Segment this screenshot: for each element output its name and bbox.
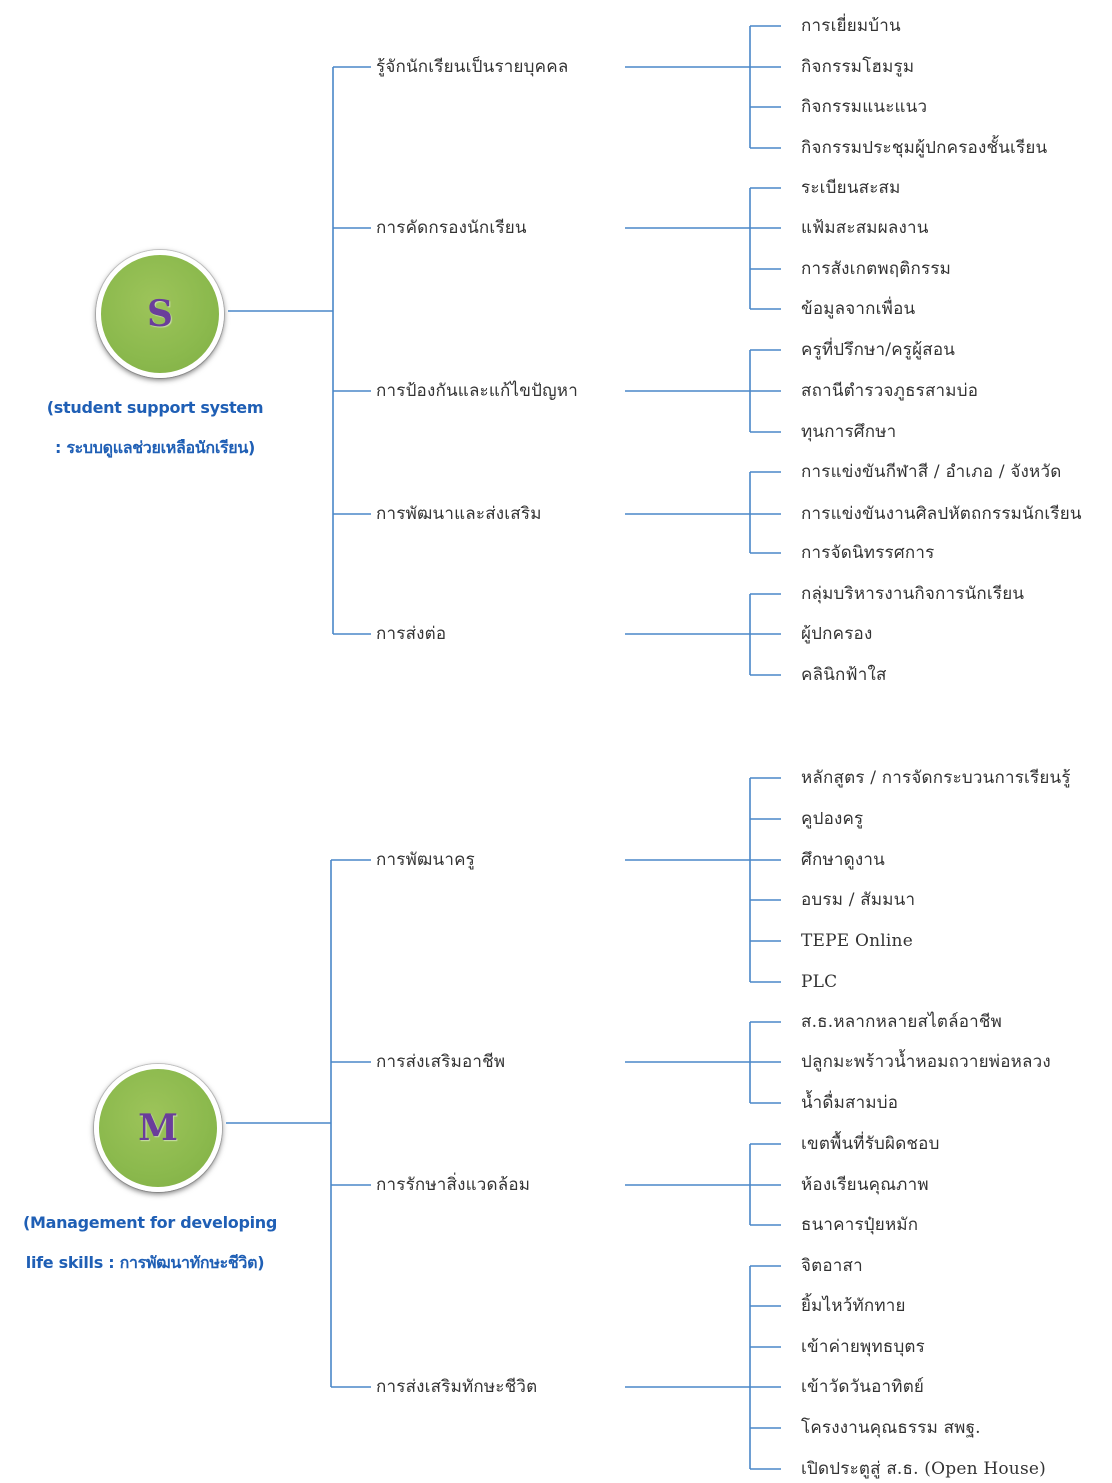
s-leaf-1-1: การเยี่ยมบ้าน [801,16,901,36]
hub-m-label-line1: (Management for developing [22,1213,278,1232]
m-leaf-4-4: เข้าวัดวันอาทิตย์ [801,1377,925,1397]
m-leaf-2-3: น้ำดื่มสามบ่อ [801,1093,899,1113]
m-leaf-1-6: PLC [801,972,838,992]
s-leaf-3-1: ครูที่ปรึกษา/ครูผู้สอน [801,340,956,360]
m-leaf-2-1: ส.ธ.หลากหลายสไตล์อาชีพ [801,1012,1003,1032]
hub-m-letter: M [138,1107,178,1149]
s-leaf-1-3: กิจกรรมแนะแนว [801,97,928,117]
s-leaf-4-2: การแข่งขันงานศิลปหัตถกรรมนักเรียน [801,504,1082,524]
m-branch-1: การพัฒนาครู [376,850,476,870]
s-leaf-2-1: ระเบียนสะสม [801,178,901,198]
m-leaf-4-6: เปิดประตูสู่ ส.ธ. (Open House) [801,1459,1046,1479]
s-leaf-2-2: แฟ้มสะสมผลงาน [801,218,929,238]
s-branch-5: การส่งต่อ [376,624,447,644]
m-leaf-4-2: ยิ้มไหว้ทักทาย [801,1296,906,1316]
s-leaf-4-3: การจัดนิทรรศการ [801,543,935,563]
m-leaf-1-2: คูปองครู [801,809,864,829]
m-leaf-1-4: อบรม / สัมมนา [801,890,916,910]
m-leaf-4-1: จิตอาสา [801,1256,863,1276]
m-leaf-3-1: เขตพื้นที่รับผิดชอบ [801,1134,940,1154]
m-leaf-2-2: ปลูกมะพร้าวน้ำหอมถวายพ่อหลวง [801,1052,1051,1072]
m-leaf-1-1: หลักสูตร / การจัดกระบวนการเรียนรู้ [801,768,1071,788]
s-leaf-5-3: คลินิกฟ้าใส [801,665,887,685]
m-leaf-4-3: เข้าค่ายพุทธบุตร [801,1337,926,1357]
m-leaf-3-2: ห้องเรียนคุณภาพ [801,1175,929,1195]
m-branch-2: การส่งเสริมอาชีพ [376,1052,506,1072]
hub-s-label-line2: : ระบบดูแลช่วยเหลือนักเรียน) [54,438,256,457]
s-leaf-5-2: ผู้ปกครอง [801,624,873,644]
hub-s-letter: S [147,293,173,335]
s-branch-4: การพัฒนาและส่งเสริม [376,504,542,524]
s-leaf-3-3: ทุนการศึกษา [801,422,897,442]
m-leaf-1-3: ศึกษาดูงาน [801,850,885,870]
m-branch-3: การรักษาสิ่งแวดล้อม [376,1175,531,1195]
s-leaf-5-1: กลุ่มบริหารงานกิจการนักเรียน [801,584,1025,604]
s-leaf-2-4: ข้อมูลจากเพื่อน [801,299,916,319]
m-leaf-1-5: TEPE Online [801,931,913,951]
m-branch-4: การส่งเสริมทักษะชีวิต [376,1377,538,1397]
s-leaf-1-4: กิจกรรมประชุมผู้ปกครองชั้นเรียน [801,138,1048,158]
m-leaf-3-3: ธนาคารปุ๋ยหมัก [801,1215,919,1235]
hub-s-circle: S [96,250,224,378]
s-leaf-3-2: สถานีตำรวจภูธรสามบ่อ [801,381,979,401]
s-branch-1: รู้จักนักเรียนเป็นรายบุคคล [376,57,569,77]
hub-m-circle: M [94,1064,222,1192]
s-leaf-2-3: การสังเกตพฤติกรรม [801,259,952,279]
s-leaf-4-1: การแข่งขันกีฬาสี / อำเภอ / จังหวัด [801,462,1062,482]
s-branch-3: การป้องกันและแก้ไขปัญหา [376,381,578,401]
hub-m-label-line2: life skills : การพัฒนาทักษะชีวิต) [25,1253,265,1272]
m-leaf-4-5: โครงงานคุณธรรม สพฐ. [801,1418,981,1438]
hub-s-label-line1: (student support system [46,398,264,417]
s-branch-2: การคัดกรองนักเรียน [376,218,527,238]
s-leaf-1-2: กิจกรรมโฮมรูม [801,57,915,77]
